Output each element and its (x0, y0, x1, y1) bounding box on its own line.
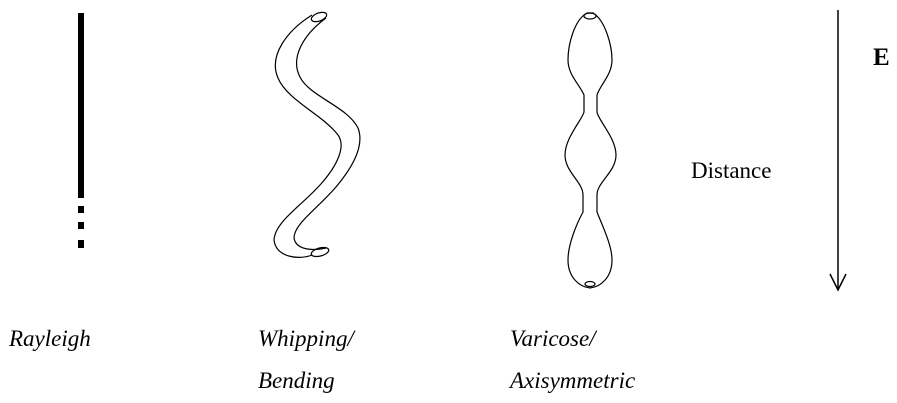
varicose-jet-outline (565, 13, 616, 288)
varicose-jet-bottom-cap (585, 282, 595, 287)
varicose-label-line2: Axisymmetric (510, 369, 635, 392)
rayleigh-jet-dot (78, 222, 84, 229)
whipping-jet-right-edge (294, 18, 360, 249)
rayleigh-jet-solid (78, 13, 84, 198)
rayleigh-jet (78, 13, 84, 248)
whipping-label-line1: Whipping/ (258, 327, 354, 350)
rayleigh-jet-dot (78, 240, 84, 248)
whipping-jet (274, 11, 360, 259)
distance-arrow (830, 10, 846, 290)
rayleigh-label: Rayleigh (9, 327, 91, 350)
whipping-jet-top-cap (310, 11, 328, 24)
whipping-jet-bottom-cap (310, 246, 329, 258)
rayleigh-jet-dot (78, 206, 84, 213)
distance-label: Distance (691, 159, 771, 182)
varicose-label-line1: Varicose/ (510, 327, 596, 350)
varicose-jet (565, 13, 616, 288)
whipping-label-line2: Bending (258, 369, 335, 392)
varicose-jet-top-cap (584, 13, 596, 19)
electric-field-label: E (873, 45, 890, 70)
whipping-jet-left-edge (274, 15, 341, 257)
